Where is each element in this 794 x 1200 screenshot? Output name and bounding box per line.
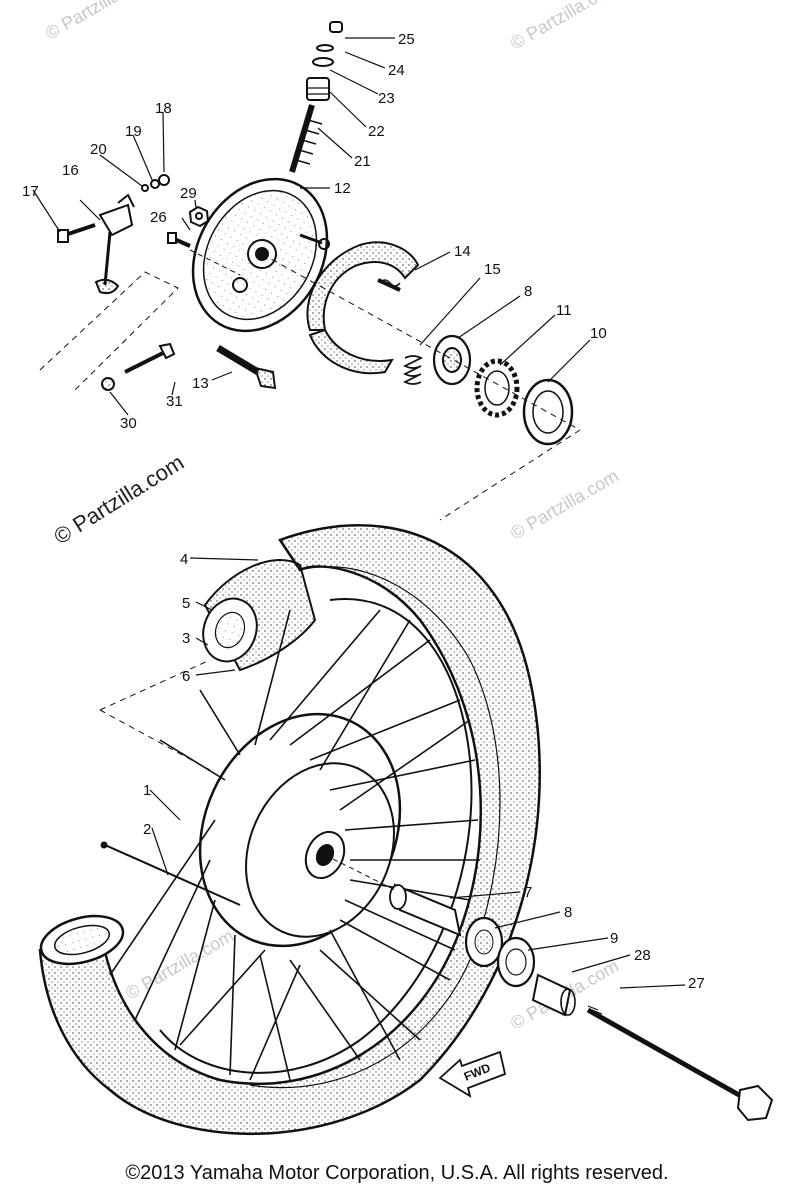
loose-spoke-part: [104, 844, 241, 906]
brake-assembly: [39, 21, 581, 521]
callout-25: 25: [398, 31, 415, 48]
callout-28: 28: [634, 947, 651, 964]
callout-18: 18: [155, 100, 172, 117]
tube-section-part: [202, 559, 317, 672]
forward-arrow-icon: FWD: [438, 1050, 507, 1098]
gear-part: [474, 358, 520, 418]
callout-8-lower: 8: [564, 904, 572, 921]
oil-seal-part: [522, 378, 574, 446]
callout-5: 5: [182, 595, 190, 612]
callout-7: 7: [524, 884, 532, 901]
watermark-mid-right: © Partzilla.com: [507, 465, 622, 543]
callout-15: 15: [484, 261, 501, 278]
copyright-notice: ©2013 Yamaha Motor Corporation, U.S.A. A…: [125, 1162, 669, 1184]
rim-part: [159, 598, 473, 1074]
oil-seal-9-part: [496, 936, 536, 988]
watermark-top-right: © Partzilla.com: [507, 0, 622, 53]
callout-31: 31: [166, 393, 183, 410]
callout-6: 6: [182, 668, 190, 685]
bolt-26-part: [167, 232, 191, 248]
wheel-assembly: FWD: [38, 524, 774, 1136]
hub-part: [198, 712, 402, 948]
callout-12: 12: [334, 180, 351, 197]
watermark-top-left: © Partzilla.com: [42, 0, 157, 43]
camshaft-part: [289, 104, 323, 173]
leader-lines: [32, 37, 686, 989]
callout-23: 23: [378, 90, 395, 107]
brake-shoes-part: [306, 241, 420, 375]
callout-2: 2: [143, 821, 151, 838]
callout-22: 22: [368, 123, 385, 140]
axle-27-part: [586, 1005, 774, 1122]
watermark-wheel: © Partzilla.com: [122, 925, 237, 1003]
bolt-17-part: [57, 223, 96, 243]
speedo-gear-stack-part: [306, 21, 343, 101]
watermark-main: © Partzilla.com: [49, 449, 188, 549]
callout-27: 27: [688, 975, 705, 992]
callout-21: 21: [354, 153, 371, 170]
callout-labels: 25 24 23 22 21 12 14 15 8 11 10 13 31 30…: [22, 31, 705, 992]
bearing-lower-part: [464, 916, 504, 968]
brake-shoe-plate-part: [191, 177, 330, 333]
callout-13: 13: [192, 375, 209, 392]
parts-diagram: © Partzilla.com © Partzilla.com © Partzi…: [22, 0, 774, 1136]
spacer-7-part: [389, 883, 462, 937]
bearing-upper-part: [432, 334, 472, 386]
collar-28-part: [531, 973, 576, 1017]
callout-14: 14: [454, 243, 471, 260]
callout-26: 26: [150, 209, 167, 226]
callout-4: 4: [180, 551, 188, 568]
callout-24: 24: [388, 62, 405, 79]
callout-9: 9: [610, 930, 618, 947]
callout-29: 29: [180, 185, 197, 202]
nut-washer-18-20-part: [141, 174, 170, 192]
spring-part: [402, 355, 424, 385]
nut-29-part: [188, 205, 210, 228]
tire-part: [38, 524, 541, 1136]
callout-3: 3: [182, 630, 190, 647]
bolt-31-part: [124, 342, 176, 374]
callout-8-upper: 8: [524, 283, 532, 300]
callout-17: 17: [22, 183, 39, 200]
callout-1: 1: [143, 782, 151, 799]
callout-20: 20: [90, 141, 107, 158]
callout-16: 16: [62, 162, 79, 179]
callout-30: 30: [120, 415, 137, 432]
nut-30-part: [101, 377, 115, 391]
torque-bolt-part: [216, 344, 277, 390]
callout-19: 19: [125, 123, 142, 140]
callout-10: 10: [590, 325, 607, 342]
cam-lever-part: [94, 193, 135, 295]
callout-11: 11: [556, 302, 572, 319]
